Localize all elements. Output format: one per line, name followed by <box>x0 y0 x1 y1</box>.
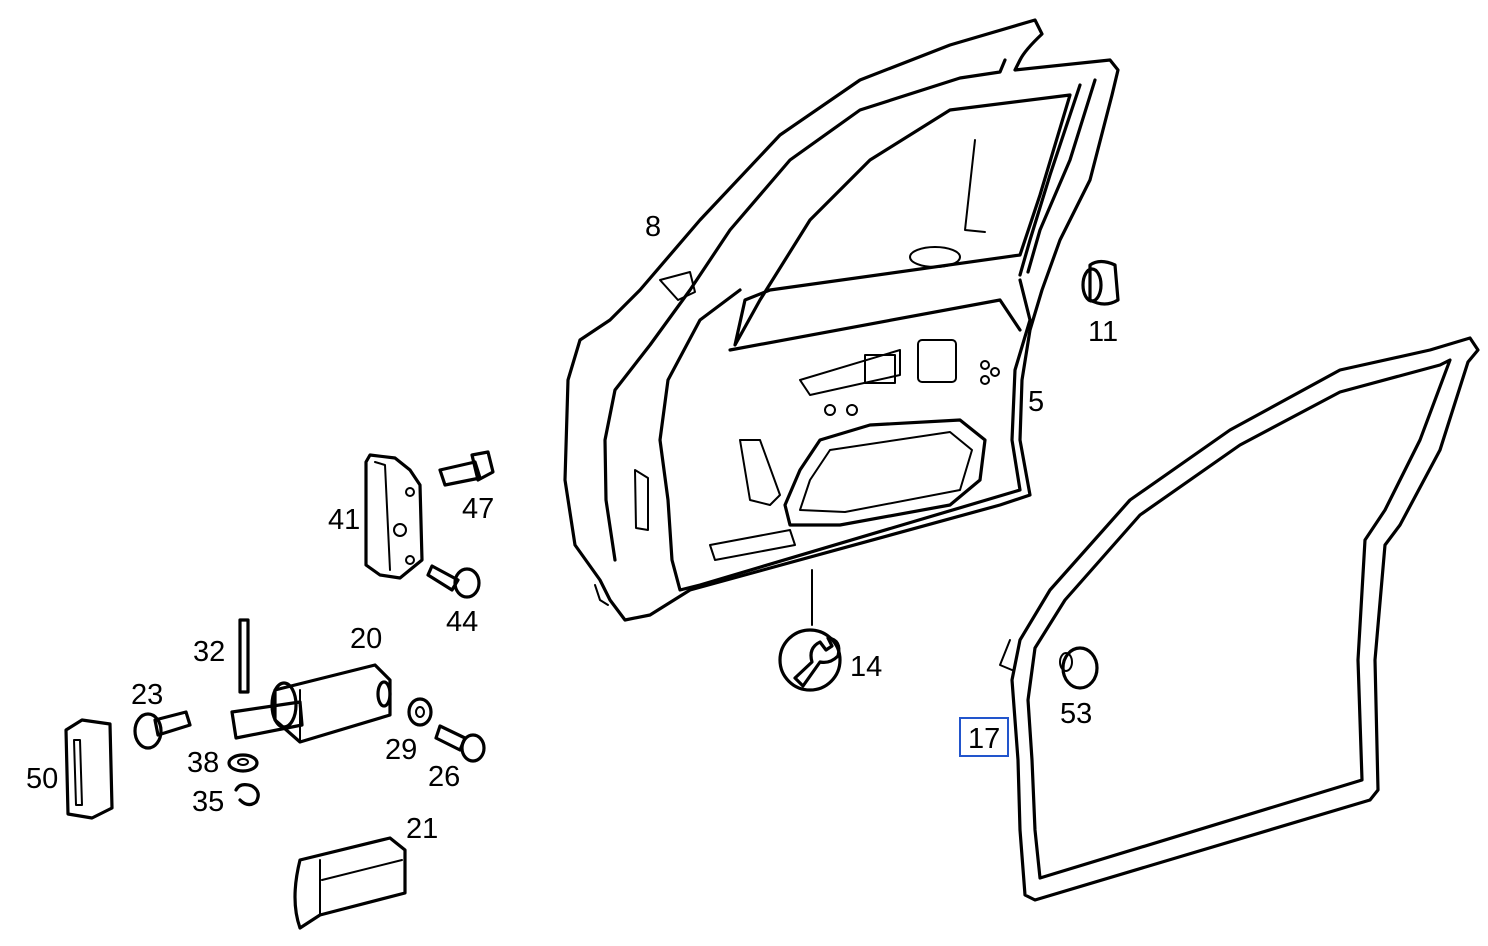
bolt-part-44[interactable] <box>426 564 481 599</box>
label-41: 41 <box>328 504 360 536</box>
label-53: 53 <box>1060 698 1092 730</box>
label-35: 35 <box>192 786 224 818</box>
label-5: 5 <box>1028 386 1044 418</box>
label-32: 32 <box>193 636 225 668</box>
label-20: 20 <box>350 623 382 655</box>
label-17-highlight-box <box>959 717 1009 757</box>
door-shell[interactable] <box>563 18 1120 622</box>
label-11: 11 <box>1088 316 1118 348</box>
bolt-part-47[interactable] <box>438 450 495 487</box>
cover-part-50[interactable] <box>64 718 114 820</box>
label-29: 29 <box>385 734 417 766</box>
door-seal-part-17[interactable] <box>999 336 1480 902</box>
hinge-plate-part-41[interactable] <box>364 453 424 580</box>
label-17[interactable]: 17 <box>968 723 1000 755</box>
wrench-icon-part-14 <box>778 569 842 692</box>
washer-part-38[interactable] <box>227 753 259 773</box>
label-38: 38 <box>187 747 219 779</box>
label-47: 47 <box>462 493 494 525</box>
label-8: 8 <box>645 211 661 243</box>
door-check-part-20[interactable] <box>230 663 392 744</box>
label-26: 26 <box>428 761 460 793</box>
label-14: 14 <box>850 651 882 683</box>
label-21: 21 <box>406 813 438 845</box>
plug-part-11[interactable] <box>1081 259 1120 306</box>
label-23: 23 <box>131 679 163 711</box>
bolt-part-23[interactable] <box>133 710 192 750</box>
label-44: 44 <box>446 606 478 638</box>
pin-part-32[interactable] <box>238 618 250 694</box>
clip-part-53[interactable] <box>1059 646 1099 690</box>
bolt-part-26[interactable] <box>434 724 486 763</box>
washer-part-29[interactable] <box>407 697 433 727</box>
cover-part-21[interactable] <box>293 836 407 930</box>
clip-part-35[interactable] <box>234 783 260 807</box>
label-50: 50 <box>26 763 58 795</box>
